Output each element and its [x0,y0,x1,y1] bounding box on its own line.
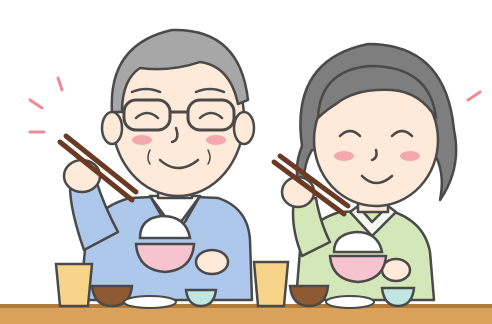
miso-bowl-left [90,284,134,308]
side-bowl-right [380,286,416,308]
side-plate-left [123,295,177,309]
sparkle-marks-left [28,76,64,134]
sparkle-marks-right [466,90,482,102]
glasses-icon [122,98,236,132]
dining-table [0,304,492,324]
tea-glass-left [54,262,94,308]
tea-glass-right [252,260,290,308]
side-plate-right [325,295,375,309]
woman-chopsticks [271,153,351,217]
miso-bowl-right [288,284,330,308]
woman-rice-bowl [328,230,388,284]
man-left-hand [62,158,102,194]
side-bowl-left [184,288,218,308]
man-hair [110,28,250,114]
woman-left-arm [291,196,332,258]
woman-figure [271,42,458,302]
man-rice-bowl [134,214,196,274]
man-chopsticks [57,133,139,203]
